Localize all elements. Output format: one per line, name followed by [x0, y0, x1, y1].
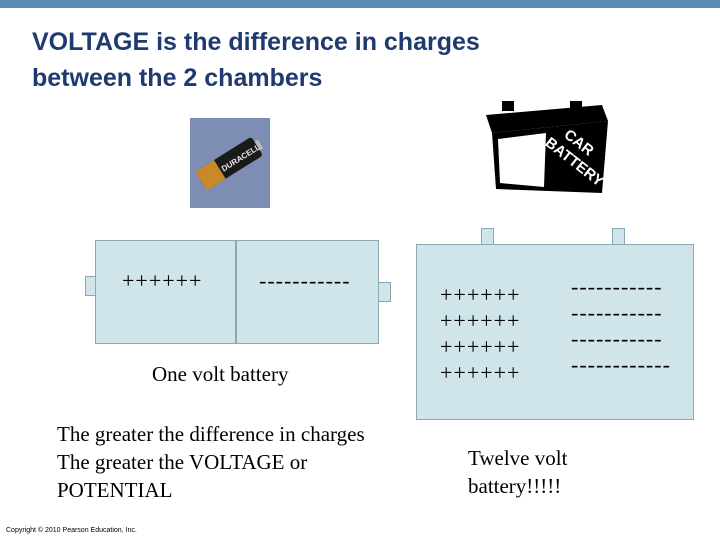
twelve-volt-caption-line-1: Twelve volt: [468, 446, 568, 470]
slide-title: VOLTAGE is the difference in charges bet…: [32, 24, 632, 96]
one-volt-negative-charges: -----------: [259, 268, 351, 293]
positive-row-2: ++++++: [440, 308, 521, 333]
twelve-volt-battery-body: [416, 244, 694, 420]
one-volt-caption: One volt battery: [152, 362, 289, 386]
twelve-volt-positive-charges: ++++++++++++++++++++++++: [440, 282, 520, 386]
top-accent-bar: [0, 0, 720, 8]
one-volt-positive-charges: ++++++: [122, 268, 203, 293]
explanation-line-2: The greater the VOLTAGE or: [57, 450, 308, 474]
positive-row-1: ++++++: [440, 282, 521, 307]
one-volt-cell-negative: [236, 240, 379, 344]
positive-row-4: ++++++: [440, 360, 521, 385]
title-line-1: VOLTAGE is the difference in charges: [32, 28, 480, 56]
car-battery-icon: CAR BATTERY: [486, 101, 608, 193]
explanation-line-1: The greater the difference in charges: [57, 422, 365, 446]
negative-row-1: -----------: [571, 274, 663, 299]
copyright-notice: Copyright © 2010 Pearson Education, Inc.: [6, 527, 137, 534]
twelve-volt-negative-charges: ----------------------------------------…: [571, 274, 671, 378]
title-line-2: between the 2 chambers: [32, 64, 323, 92]
negative-row-4: ------------: [571, 352, 671, 377]
twelve-volt-caption-line-2: battery!!!!!: [468, 474, 562, 498]
explanation-line-3: POTENTIAL: [57, 478, 173, 502]
positive-row-3: ++++++: [440, 334, 521, 359]
one-volt-right-terminal: [377, 282, 391, 302]
twelve-volt-caption: Twelve volt battery!!!!!: [468, 444, 567, 500]
negative-row-3: -----------: [571, 326, 663, 351]
one-volt-cell-positive: [95, 240, 236, 344]
aa-battery-image: DURACELL: [190, 118, 270, 208]
negative-row-2: -----------: [571, 300, 663, 325]
